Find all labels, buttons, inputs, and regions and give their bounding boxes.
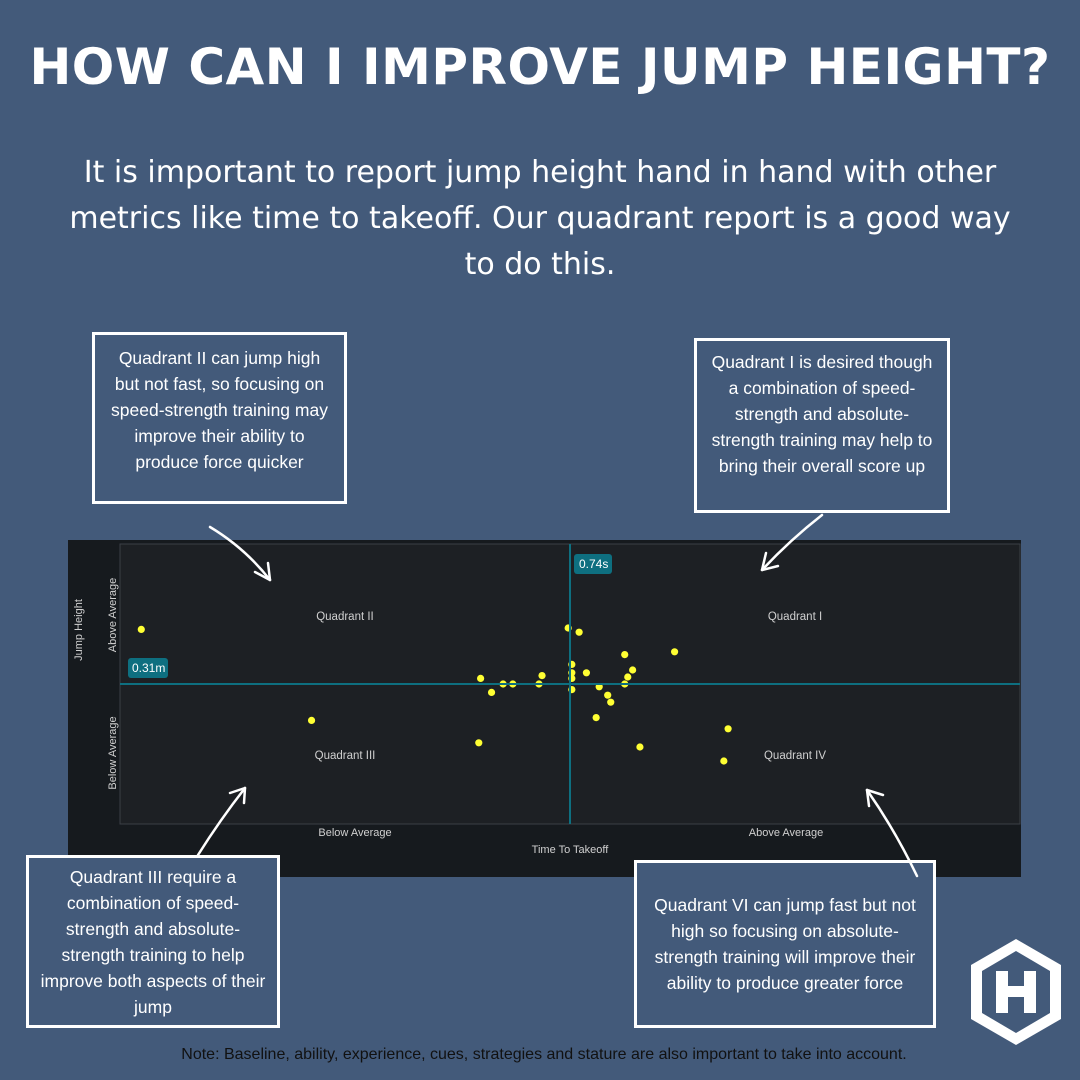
data-point	[720, 757, 728, 765]
data-point	[670, 648, 679, 656]
data-point	[487, 688, 496, 696]
data-point	[477, 674, 485, 682]
callout-quadrant-iii-text: Quadrant III require a combination of sp…	[40, 866, 266, 1017]
quadrant-chart: 0.74s 0.31m Quadrant II Quadrant I Quadr…	[68, 540, 1021, 877]
callout-quadrant-iv: Quadrant VI can jump fast but not high s…	[634, 860, 936, 1028]
quadrant-label-iii: Quadrant III	[315, 750, 376, 762]
data-point	[629, 666, 637, 674]
quadrant-label-i: Quadrant I	[768, 611, 822, 623]
data-point	[607, 698, 615, 706]
callout-quadrant-iii: Quadrant III require a combination of sp…	[26, 855, 280, 1028]
data-point	[137, 625, 145, 633]
quadrant-chart-svg: 0.74s 0.31m Quadrant II Quadrant I Quadr…	[73, 543, 1021, 856]
y-axis-label: Jump Height	[73, 599, 85, 661]
y-ref-label: 0.31m	[128, 658, 168, 678]
data-point	[592, 714, 600, 722]
x-axis-label: Time To Takeoff	[532, 844, 610, 856]
quadrant-label-iv: Quadrant IV	[764, 750, 826, 762]
page-title: HOW CAN I IMPROVE JUMP HEIGHT?	[29, 38, 1051, 96]
data-point	[475, 739, 483, 747]
data-point	[624, 673, 632, 681]
data-point	[636, 743, 644, 751]
y-ref-label-text: 0.31m	[132, 661, 165, 675]
x-tick-below-average: Below Average	[318, 827, 391, 839]
callout-quadrant-i-text: Quadrant I is desired though a combinati…	[711, 352, 933, 476]
data-point	[575, 628, 583, 636]
data-point	[724, 725, 732, 733]
hexagon-h-logo-icon	[971, 939, 1061, 1045]
data-point	[538, 672, 546, 680]
y-tick-below-average: Below Average	[107, 716, 119, 789]
x-tick-above-average: Above Average	[749, 827, 823, 839]
x-ref-label-text: 0.74s	[579, 557, 608, 571]
y-tick-above-average: Above Average	[107, 578, 119, 652]
x-ref-label-bg	[574, 554, 612, 574]
data-point	[582, 669, 591, 677]
x-ref-label: 0.74s	[574, 554, 612, 574]
callout-quadrant-iv-text: Quadrant VI can jump fast but not high s…	[654, 895, 916, 993]
page-subtitle: It is important to report jump height ha…	[69, 155, 1011, 282]
callout-quadrant-i: Quadrant I is desired though a combinati…	[694, 338, 950, 513]
footnote: Note: Baseline, ability, experience, cue…	[181, 1046, 907, 1063]
callout-quadrant-ii-text: Quadrant II can jump high but not fast, …	[111, 348, 328, 472]
data-point	[621, 651, 629, 659]
quadrant-label-ii: Quadrant II	[316, 611, 374, 623]
callout-quadrant-ii: Quadrant II can jump high but not fast, …	[92, 332, 347, 504]
y-ref-label-bg	[128, 658, 168, 678]
data-point	[307, 716, 316, 724]
data-point	[604, 691, 612, 699]
data-point	[595, 683, 603, 691]
